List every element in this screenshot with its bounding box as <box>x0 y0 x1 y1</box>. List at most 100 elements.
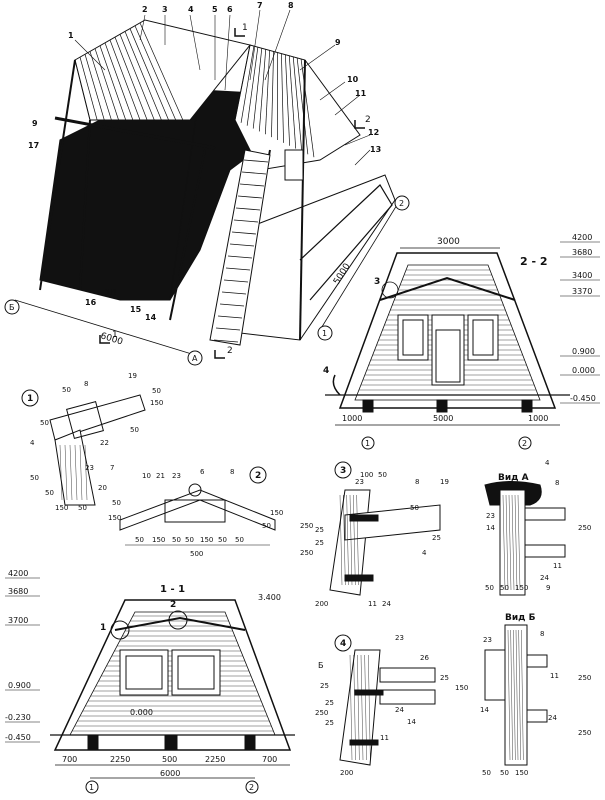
foundation-block <box>521 399 533 413</box>
hatch-line <box>502 494 506 591</box>
va-label: 8 <box>555 479 559 487</box>
dim-2250-left: 2250 <box>110 755 130 764</box>
axis-2-circle <box>245 780 259 794</box>
callout-4: 4 <box>323 366 329 376</box>
ridge-truss <box>379 276 516 301</box>
section-2-2-dims: 1000 5000 1000 <box>342 414 548 423</box>
callout-label: 4 <box>188 5 194 14</box>
view-a-labels: 4 8 23 14 250 11 24 50 50 150 9 <box>485 459 591 592</box>
detail-3-labels: 23 100 50 8 19 50 250 25 25 250 4 25 11 … <box>300 471 449 608</box>
roof-boards-left <box>74 22 184 121</box>
detail-3: 3 23 100 50 8 19 50 250 25 25 250 4 25 1… <box>300 461 449 608</box>
section-2-2-title: 2 - 2 <box>520 255 548 268</box>
section-1-1-window-left <box>119 649 169 696</box>
hatch-line <box>507 629 511 761</box>
foundation-block <box>436 399 448 413</box>
level-3400: 3.400 <box>258 593 281 602</box>
view-b-side <box>484 649 506 701</box>
vb-label: 23 <box>483 636 492 644</box>
post-right <box>299 59 306 341</box>
level-3680: 3680 <box>8 587 28 596</box>
hatch-line <box>139 22 184 121</box>
va-label: 24 <box>540 574 549 582</box>
section-2-bottom-label: 2 <box>227 346 233 356</box>
callout-label: 3 <box>162 5 168 14</box>
detail-3-num: 3 <box>340 466 346 476</box>
detail-2-plate <box>164 499 226 523</box>
hatch-line <box>349 494 353 586</box>
foundation-block <box>164 734 178 750</box>
callout-label: 9 <box>335 38 341 47</box>
detail-4-grain <box>349 654 371 761</box>
section-mark-2-bottom <box>214 350 225 359</box>
window-left-pane <box>402 319 424 356</box>
callout-label: 5 <box>212 5 218 14</box>
axis-2-circle <box>394 195 410 211</box>
section-mark-2-right <box>354 120 365 129</box>
view-b-beam <box>526 654 548 668</box>
level-4200: 4200 <box>8 569 28 578</box>
section-1-1-window-left-pane <box>125 655 163 690</box>
d4-label: 25 <box>325 719 334 727</box>
dim-700-left: 700 <box>62 755 77 764</box>
detail-1-labels: 50 8 19 50 150 22 50 4 23 7 20 50 50 50 … <box>30 372 163 512</box>
foundation-block <box>362 399 374 413</box>
detail-2-num: 2 <box>255 471 261 481</box>
detail-1-num: 1 <box>27 394 33 404</box>
hatch-line <box>240 46 255 123</box>
detail-4-num: 4 <box>340 639 346 649</box>
hatch-line <box>281 53 284 143</box>
axis-1-label: 1 <box>365 439 370 448</box>
d2-label: 150 <box>152 536 165 544</box>
vb-label: 150 <box>515 769 528 777</box>
va-label: 150 <box>515 584 528 592</box>
hatch-line <box>252 48 263 129</box>
d2-label: 150 <box>270 509 283 517</box>
d1-label: 50 <box>40 419 49 427</box>
section-mark-1-bottom <box>99 335 110 344</box>
view-a: Вид А 4 8 23 14 250 11 24 50 50 150 9 <box>484 459 591 596</box>
hatch-line <box>353 654 356 761</box>
detail-4-post <box>339 649 381 766</box>
level-minus-0450: -0.450 <box>570 394 596 403</box>
detail-2: 2 10 21 23 6 8 50 150 50 150 50 50 150 5… <box>108 466 283 558</box>
d3-label: 50 <box>410 504 419 512</box>
d2-label: 50 <box>235 536 244 544</box>
d1-label: 50 <box>130 426 139 434</box>
level-4200: 4200 <box>572 233 592 242</box>
hatch-line <box>84 54 105 121</box>
axis-2-label: 2 <box>399 199 404 208</box>
level-3370: 3370 <box>572 287 592 296</box>
level-floor: 0.000 <box>130 708 153 717</box>
dim-left-1000: 1000 <box>342 414 362 423</box>
dim-line-6000 <box>14 299 196 356</box>
vb-label: 11 <box>550 672 559 680</box>
hatch-line <box>513 629 516 761</box>
callout-label: 18 <box>105 288 117 297</box>
hatch-line <box>64 444 68 501</box>
d3-label: 25 <box>315 539 324 547</box>
d2-label: 6 <box>200 468 205 476</box>
d4-label: 25 <box>325 699 334 707</box>
d3-label: 200 <box>315 600 328 608</box>
view-b-beam-2 <box>526 709 548 723</box>
axis-a-circle <box>187 350 203 366</box>
section-1-1: 1 - 1 1 2 0.000 3.400 4200 3680 37 <box>5 569 295 794</box>
hatch-line <box>360 654 364 761</box>
hatch-line <box>518 629 521 761</box>
callout-3: 3 <box>374 277 380 287</box>
d2-label: 50 <box>172 536 181 544</box>
callout-2: 2 <box>170 600 176 610</box>
d4-label: 14 <box>407 718 416 726</box>
hatch-line <box>356 494 359 586</box>
detail-3-marker <box>381 281 399 299</box>
d3-label: 25 <box>432 534 441 542</box>
section-1-1-window-right-pane <box>177 655 215 690</box>
va-label: 50 <box>485 584 494 592</box>
d3-label: 8 <box>415 478 419 486</box>
isometric-view: 1 2 3 4 5 6 7 8 9 9 10 11 12 13 14 15 16… <box>4 1 410 366</box>
dim-line-5000 <box>319 199 401 331</box>
detail-2-labels: 10 21 23 6 8 50 150 50 150 50 50 150 50 … <box>108 468 283 558</box>
view-a-beam-2 <box>524 544 566 558</box>
